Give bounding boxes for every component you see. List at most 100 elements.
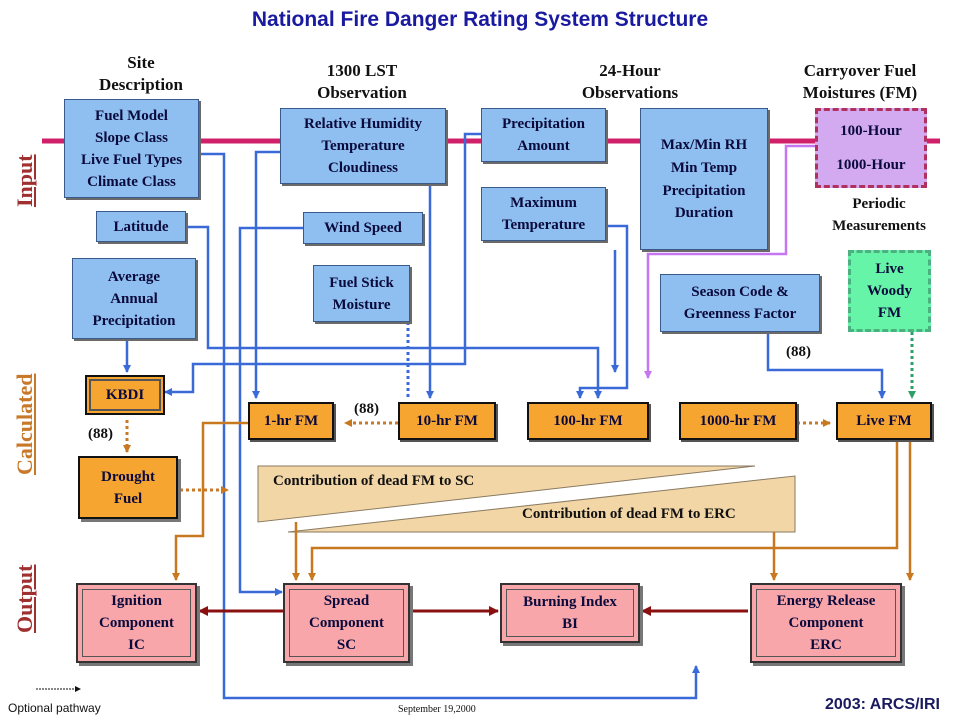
wind-speed-label: Wind Speed	[324, 220, 402, 236]
box-ignition-component: Ignition Component IC	[76, 583, 197, 663]
hour-fm-line-1: 100-Hour	[840, 123, 902, 139]
path-1hr-to-ic	[172, 421, 248, 581]
avg-precip-line-1: Average	[107, 268, 161, 285]
avg-precip-line-3: Precipitation	[92, 312, 176, 329]
header-carryover-fuel-moistures: Carryover Fuel Moistures (FM)	[780, 60, 940, 104]
header-carryover-line-1: Carryover Fuel	[803, 61, 917, 80]
ignition-line-2: Component	[98, 615, 174, 631]
energy-line-3: ERC	[810, 637, 842, 653]
box-latitude: Latitude	[96, 211, 186, 242]
box-carryover-hour-fm: 100-Hour 1000-Hour	[815, 108, 927, 188]
periodic-line-1: Periodic	[852, 196, 906, 212]
fuel-stick-line-1: Fuel Stick	[329, 274, 394, 291]
fm-1hr-label: 1-hr FM	[263, 413, 319, 429]
label-periodic-measurements: Periodic Measurements	[806, 193, 952, 237]
kbdi-label: KBDI	[105, 387, 145, 403]
avg-precip-line-2: Annual	[110, 290, 158, 307]
contribution-sc-label: Contribution of dead FM to SC	[273, 473, 475, 489]
max-temp-line-2: Temperature	[501, 217, 586, 233]
live-woody-line-3: FM	[877, 305, 902, 321]
fuel-model-line-3: Live Fuel Types	[80, 151, 183, 168]
annotation-season-88: (88)	[786, 344, 811, 360]
live-woody-line-1: Live	[875, 261, 904, 277]
box-fuel-stick-moisture: Fuel Stick Moisture	[313, 265, 410, 322]
hour-fm-line-3: 1000-Hour	[836, 157, 906, 173]
box-burning-index: Burning Index BI	[500, 583, 640, 643]
header-site-line-1: Site	[127, 53, 155, 72]
box-10hr-fm: 10-hr FM	[398, 402, 496, 440]
contribution-wedge-erc	[287, 475, 796, 533]
box-precipitation-amount: Precipitation Amount	[481, 108, 606, 162]
precip-amount-line-2: Amount	[517, 138, 570, 154]
side-label-calculated: Calculated	[12, 373, 37, 475]
maxmin-line-6: Duration	[674, 205, 734, 221]
path-season-to-livefm	[766, 333, 886, 399]
box-1hr-fm: 1-hr FM	[248, 402, 334, 440]
contribution-erc-label: Contribution of dead FM to ERC	[522, 506, 736, 522]
path-livefm-to-sc	[308, 440, 899, 581]
rh-line-3: Cloudiness	[327, 160, 399, 176]
fuel-model-line-1: Fuel Model	[95, 107, 168, 124]
box-1000hr-fm: 1000-hr FM	[679, 402, 797, 440]
box-live-fm: Live FM	[836, 402, 932, 440]
spread-line-3: SC	[336, 637, 357, 653]
box-max-min-rh: Max/Min RH Min Temp Precipitation Durati…	[640, 108, 768, 250]
header-24-hour-observations: 24-Hour Observations	[560, 60, 700, 104]
page-title: National Fire Danger Rating System Struc…	[251, 8, 709, 31]
fm-10hr-label: 10-hr FM	[416, 413, 478, 429]
rh-line-2: Temperature	[321, 138, 405, 154]
footer-credit: 2003: ARCS/IRI	[825, 696, 940, 713]
burning-line-2: BI	[562, 616, 578, 632]
rh-line-1: Relative Humidity	[304, 116, 422, 132]
header-24h-line-1: 24-Hour	[599, 61, 661, 80]
path-wind-to-sc	[238, 226, 303, 596]
box-wind-speed: Wind Speed	[303, 212, 423, 244]
side-label-input: Input	[12, 154, 37, 207]
live-fm-label: Live FM	[856, 413, 912, 429]
footer-date: September 19,2000	[398, 704, 476, 715]
side-label-output: Output	[12, 564, 37, 633]
annotation-kbdi-88: (88)	[88, 426, 113, 442]
energy-line-1: Energy Release	[776, 593, 876, 609]
drought-line-1: Drought	[101, 468, 155, 485]
energy-line-2: Component	[788, 615, 864, 631]
fuel-model-line-4: Climate Class	[87, 173, 176, 190]
maxmin-line-1: Max/Min RH	[660, 137, 748, 153]
header-1300-line-1: 1300 LST	[326, 61, 398, 80]
path-fuel-model-to-sc	[199, 152, 700, 700]
box-season-code: Season Code & Greenness Factor	[660, 274, 820, 332]
box-spread-component: Spread Component SC	[283, 583, 410, 663]
box-relative-humidity: Relative Humidity Temperature Cloudiness	[280, 108, 446, 184]
header-24h-line-2: Observations	[581, 83, 679, 102]
path-latitude-to-100hr	[186, 225, 602, 399]
path-max-temp-to-100hr	[576, 224, 629, 399]
box-kbdi: KBDI	[85, 375, 165, 415]
latitude-label: Latitude	[113, 218, 169, 235]
maxmin-line-5: Precipitation	[662, 183, 746, 199]
header-site-line-2: Description	[98, 75, 184, 94]
precip-amount-line-1: Precipitation	[501, 116, 586, 132]
burning-line-1: Burning Index	[523, 594, 617, 610]
fuel-model-line-2: Slope Class	[95, 129, 168, 146]
annotation-fm-88: (88)	[354, 401, 379, 417]
path-rh-to-1hr	[252, 150, 280, 399]
box-fuel-model: Fuel Model Slope Class Live Fuel Types C…	[64, 99, 199, 198]
box-live-woody-fm: Live Woody FM	[848, 250, 931, 332]
box-100hr-fm: 100-hr FM	[527, 402, 649, 440]
season-line-2: Greenness Factor	[683, 306, 797, 322]
box-maximum-temperature: Maximum Temperature	[481, 187, 606, 241]
box-average-annual-precipitation: Average Annual Precipitation	[72, 258, 196, 339]
max-temp-line-1: Maximum	[510, 195, 577, 211]
spread-line-1: Spread	[323, 593, 370, 609]
legend-optional-pathway: Optional pathway	[8, 701, 101, 715]
drought-line-2: Fuel	[113, 490, 143, 507]
box-drought-fuel: Drought Fuel	[78, 456, 178, 519]
spread-line-2: Component	[308, 615, 384, 631]
season-line-1: Season Code &	[691, 284, 789, 300]
box-energy-release-component: Energy Release Component ERC	[750, 583, 902, 663]
maxmin-line-3: Min Temp	[670, 160, 738, 176]
periodic-line-2: Measurements	[832, 218, 926, 234]
fm-1000hr-label: 1000-hr FM	[699, 413, 777, 429]
